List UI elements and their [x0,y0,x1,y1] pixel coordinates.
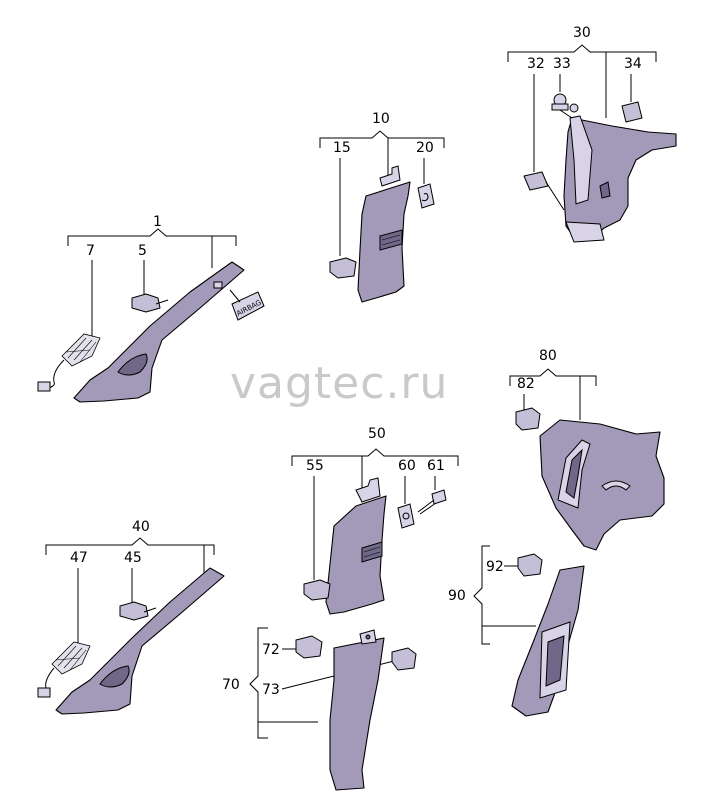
clip-45-stem [143,607,157,613]
group-1: 1 7 5 AIRBAG [37,214,265,403]
clip-73 [391,647,417,671]
airbag-tag: AIRBAG [229,289,265,321]
group-10-bracket [319,130,445,148]
lower-side-trim-insert [545,635,565,687]
group-40-bracket [45,537,215,555]
clip-55 [303,579,331,601]
callout-15[interactable]: 15 [333,140,351,156]
a-pillar-trim [73,261,245,403]
callout-92[interactable]: 92 [486,559,504,575]
group-80-bracket [509,368,597,386]
c-pillar-bottom-tab [565,221,605,243]
clip-34 [621,101,643,123]
b-pillar-70-hole [365,634,371,640]
callout-90[interactable]: 90 [448,588,466,604]
callout-61[interactable]: 61 [427,458,445,474]
group-50-bracket [291,448,459,466]
b-pillar-lower-70 [329,637,385,791]
b-pillar-50-top [355,477,381,503]
clip-72 [295,635,323,659]
callout-10[interactable]: 10 [372,111,390,127]
c-pillar-lower-inner [565,448,583,499]
c-pillar-slot [599,181,611,199]
callout-50[interactable]: 50 [368,426,386,442]
b-pillar-lower-trim [325,495,387,615]
clip-45 [119,601,149,621]
b-pillar-vent [379,229,403,251]
group-70: 70 72 73 [222,627,417,791]
clip-32 [523,171,549,191]
callout-72[interactable]: 72 [262,642,280,658]
grille-47-hatch [55,645,87,671]
c-pillar-belt [569,115,593,205]
callout-80[interactable]: 80 [539,348,557,364]
callout-45[interactable]: 45 [124,550,142,566]
screw-61 [417,489,447,515]
grille-hatch [65,337,97,363]
callout-47[interactable]: 47 [70,550,88,566]
callout-20[interactable]: 20 [416,140,434,156]
group-50: 50 55 60 61 [291,426,459,615]
clip-15 [329,257,357,279]
group-80: 80 82 [509,348,665,551]
fastener-33 [551,93,579,119]
group-30: 30 32 33 34 [507,25,677,243]
clip-32-link [545,181,565,211]
cover-20-hook [421,193,429,202]
callout-1[interactable]: 1 [153,214,162,230]
a-pillar-recess [117,353,148,376]
cover-60-hole [402,512,410,520]
callout-32[interactable]: 32 [527,56,545,72]
group-40: 40 47 45 [37,519,225,715]
callout-82[interactable]: 82 [517,376,535,392]
clip-5-stem [155,299,169,305]
group-70-bracket [249,627,268,739]
b-pillar-vent-lines [381,234,401,246]
b-pillar-50-vent [361,541,383,563]
callout-7[interactable]: 7 [86,243,95,259]
grille-connector [37,381,51,392]
cover-20 [417,183,435,209]
b-pillar-top-tab [379,165,401,187]
watermark: vagtec.ru [230,358,448,409]
clip-5 [131,293,161,313]
b-pillar-50-vent-lines [363,546,381,558]
callout-30[interactable]: 30 [573,25,591,41]
c-pillar-lower-trim [539,419,665,551]
callout-33[interactable]: 33 [553,56,571,72]
callout-34[interactable]: 34 [624,56,642,72]
group-30-bracket [507,44,657,62]
callout-60[interactable]: 60 [398,458,416,474]
group-1-bracket [67,228,237,246]
callout-73[interactable]: 73 [262,682,280,698]
a-pillar-trim-40 [55,567,225,715]
a-pillar-tab [213,281,223,289]
callout-5[interactable]: 5 [138,243,147,259]
group-90-bracket [473,545,490,645]
clip-82 [515,407,541,431]
grille-cable [47,359,65,389]
grille-47-connector [37,687,51,698]
callout-70[interactable]: 70 [222,677,240,693]
group-10: 10 15 20 [319,111,445,303]
group-90: 90 92 [448,545,585,717]
callout-55[interactable]: 55 [306,458,324,474]
a-pillar-40-recess [99,665,130,688]
c-pillar-lower-handle [601,480,631,491]
clip-92 [517,553,543,577]
callout-40[interactable]: 40 [132,519,150,535]
